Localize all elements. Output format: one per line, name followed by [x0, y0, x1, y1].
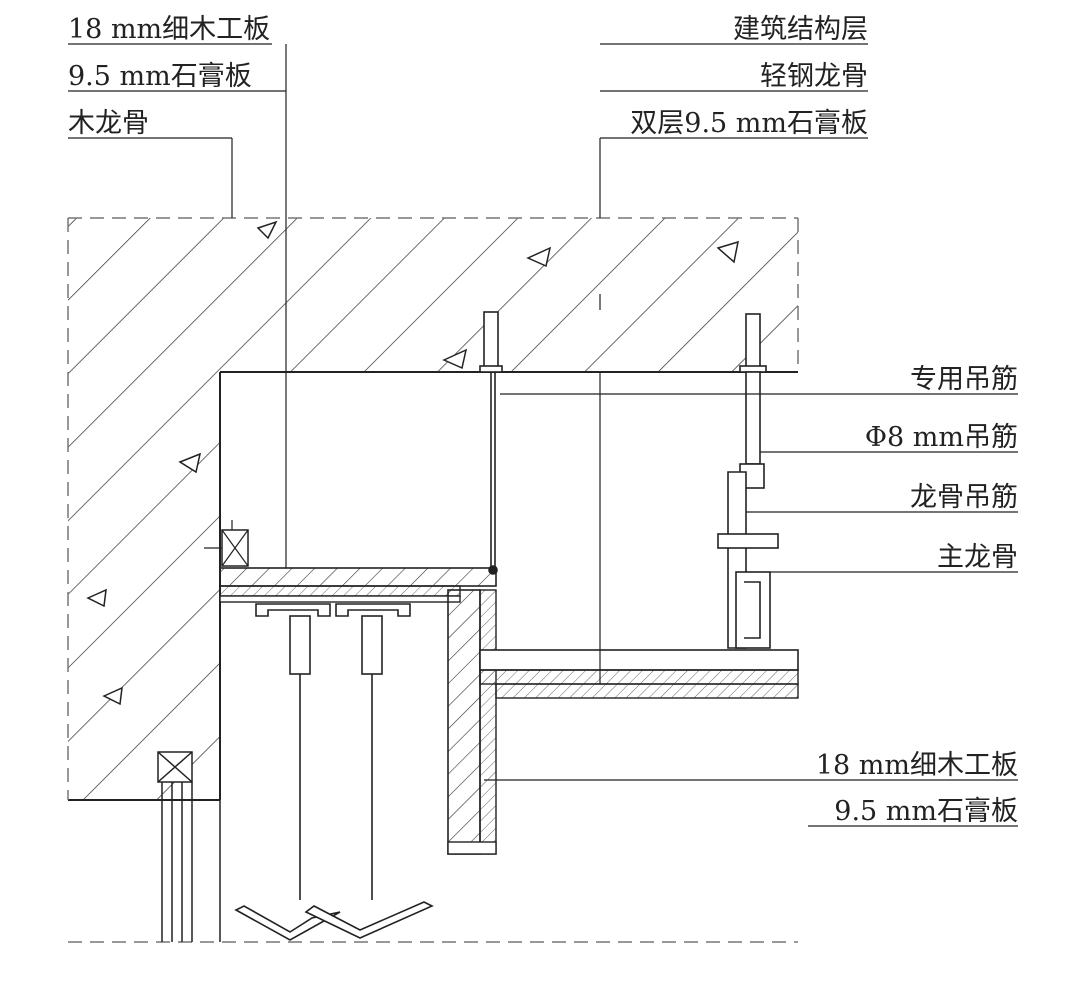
- label-phi8-hanger: Φ8 mm吊筋: [865, 422, 1018, 453]
- label-plywood-bottom: 18 mm细木工板: [816, 750, 1018, 781]
- upper-board-layers: [219, 567, 497, 603]
- building-structure-layer: [67, 217, 799, 943]
- partition-post: [157, 751, 221, 942]
- double-gypsum-ceiling: [479, 649, 799, 699]
- wood-joist: [204, 520, 249, 567]
- label-gypsum-bottom: 9.5 mm石膏板: [834, 796, 1018, 827]
- label-structure-layer: 建筑结构层: [733, 14, 868, 45]
- label-double-gypsum: 双层9.5 mm石膏板: [630, 108, 868, 139]
- special-hanger-rod: [479, 311, 503, 575]
- leader-lines: [68, 43, 1018, 827]
- label-light-steel-keel: 轻钢龙骨: [760, 61, 868, 92]
- label-plywood-top: 18 mm细木工板: [68, 14, 270, 45]
- label-gypsum-top: 9.5 mm石膏板: [68, 61, 252, 92]
- label-main-keel: 主龙骨: [937, 542, 1018, 573]
- label-special-hanger: 专用吊筋: [910, 364, 1018, 395]
- phi8-hanger-rod: [717, 313, 779, 649]
- vertical-fascia: [447, 589, 497, 855]
- label-wood-joist: 木龙骨: [68, 108, 149, 139]
- curtain-track: [234, 603, 434, 941]
- label-keel-hanger: 龙骨吊筋: [910, 482, 1018, 513]
